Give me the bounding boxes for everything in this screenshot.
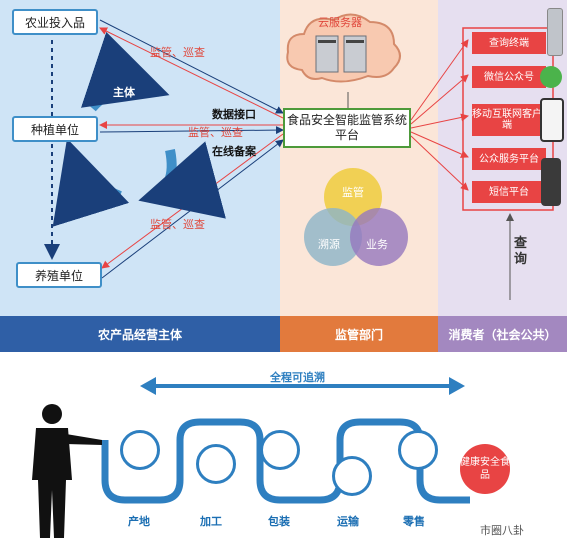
stage-retail: 零售 xyxy=(403,515,425,528)
stage-processing: 加工 xyxy=(200,515,222,528)
traceability-label: 全程可追溯 xyxy=(270,371,325,384)
cloud-server-icon xyxy=(286,13,401,83)
healthy-food-badge: 健康安全食品 xyxy=(460,444,510,494)
processing-icon xyxy=(196,444,236,484)
wechat-icon xyxy=(540,66,562,88)
channel-sms: 短信平台 xyxy=(472,181,546,203)
stage-packaging: 包装 xyxy=(268,515,290,528)
watermark-text: 市圈八卦 xyxy=(480,524,524,537)
transport-icon xyxy=(332,456,372,496)
businessman-icon xyxy=(32,404,102,538)
planting-unit-node: 种植单位 xyxy=(12,116,98,142)
retail-cart-icon xyxy=(398,430,438,470)
venn-circle-business xyxy=(350,208,408,266)
stage-transport: 运输 xyxy=(337,515,359,528)
breeding-unit-node: 养殖单位 xyxy=(16,262,102,288)
kiosk-icon xyxy=(547,8,563,56)
data-interface-label: 数据接口 xyxy=(212,108,256,121)
enterprise-band: 农产品经营主体 xyxy=(0,316,280,352)
smartphone-icon xyxy=(541,158,561,206)
platform-title: 食品安全智能监管系统平台 xyxy=(286,113,407,142)
consumer-band-label: 消费者（社会公共） xyxy=(448,327,557,342)
query-label: 查询 xyxy=(514,236,528,267)
phone-icon xyxy=(540,98,564,142)
online-filing-label: 在线备案 xyxy=(212,145,256,158)
channel-query-terminal: 查询终端 xyxy=(472,32,546,54)
venn-label-regulation: 监管 xyxy=(342,186,364,199)
platform-box: 食品安全智能监管系统平台 xyxy=(283,108,411,148)
enterprise-band-label: 农产品经营主体 xyxy=(97,327,182,342)
consumer-band: 消费者（社会公共） xyxy=(438,316,567,352)
inspect-label-3: 监管、巡查 xyxy=(150,218,205,231)
channel-public-platform: 公众服务平台 xyxy=(472,148,546,170)
regulator-band-label: 监管部门 xyxy=(334,327,383,342)
channel-wechat: 微信公众号 xyxy=(472,66,546,88)
subject-label: 主体 xyxy=(113,86,135,99)
agri-input-node: 农业投入品 xyxy=(12,9,98,35)
cloud-server-label: 云服务器 xyxy=(318,16,362,29)
venn-label-business: 业务 xyxy=(366,238,388,251)
channel-mobile-client: 移动互联网客户端 xyxy=(472,104,542,136)
healthy-food-label: 健康安全食品 xyxy=(460,457,510,481)
regulator-band: 监管部门 xyxy=(280,316,438,352)
inspect-label-1: 监管、巡查 xyxy=(150,46,205,59)
venn-label-trace: 溯源 xyxy=(318,238,340,251)
inspect-label-2: 监管、巡查 xyxy=(188,126,243,139)
packaging-icon xyxy=(260,430,300,470)
stage-origin: 产地 xyxy=(128,515,150,528)
origin-produce-icon xyxy=(120,430,160,470)
